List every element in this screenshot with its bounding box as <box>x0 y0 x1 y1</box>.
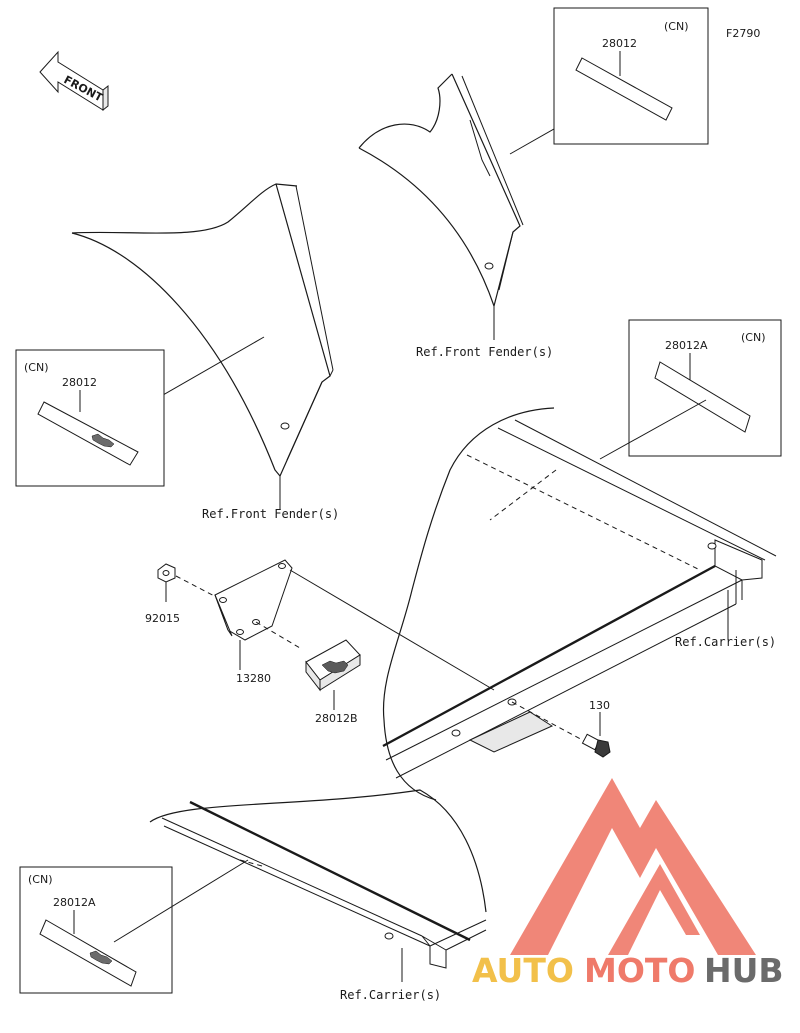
watermark-moto: MOTO <box>584 951 695 990</box>
kawasaki-emblem-icon <box>89 950 113 965</box>
sticker-28012 <box>37 401 139 466</box>
figure-code: F2790 <box>726 27 760 40</box>
carrier-right: Ref.Carrier(s) <box>382 407 777 801</box>
callout-variant: (CN) <box>24 361 49 374</box>
ref-carrier-right: Ref.Carrier(s) <box>675 635 776 649</box>
sticker-28012 <box>575 57 673 121</box>
callout-sticker-carrier-left: (CN) 28012A <box>19 866 173 994</box>
carrier-hole <box>707 542 717 550</box>
callout-variant: (CN) <box>741 331 766 344</box>
kawasaki-emblem-icon <box>321 660 349 674</box>
callout-sticker-front-right: (CN) 28012 <box>553 7 709 145</box>
callout-sticker-carrier-right: (CN) 28012A <box>628 319 782 457</box>
part-number-plate: 28012B <box>315 712 358 725</box>
sticker-28012a <box>654 361 751 433</box>
part-number-nut: 92015 <box>145 612 180 625</box>
leader-line <box>113 859 249 943</box>
carrier-hole <box>384 932 394 940</box>
bolt-130: 130 <box>511 699 611 758</box>
carrier-bottom: Ref.Carrier(s) <box>149 789 487 1002</box>
callout-part-number: 28012 <box>602 37 637 50</box>
plate-28012b: 28012B <box>305 639 361 725</box>
callout-part-number: 28012A <box>53 896 96 909</box>
automotohub-triangle-icon <box>510 778 756 955</box>
ref-front-fender-right: Ref.Front Fender(s) <box>416 345 553 359</box>
kawasaki-emblem-icon <box>91 433 115 448</box>
automotohub-watermark: AUTO MOTO HUB <box>472 778 784 990</box>
callout-part-number: 28012A <box>665 339 708 352</box>
sticker-28012a <box>39 919 137 987</box>
callout-sticker-front-left: (CN) 28012 <box>15 349 165 487</box>
watermark-auto: AUTO <box>472 951 574 990</box>
part-number-bracket: 13280 <box>236 672 271 685</box>
watermark-hub: HUB <box>704 951 784 990</box>
front-fender-left: Ref.Front Fender(s) <box>71 183 339 521</box>
part-number-bolt: 130 <box>589 699 610 712</box>
bracket-13280: 13280 <box>214 559 495 691</box>
fender-hole <box>280 422 290 430</box>
fender-hole <box>484 262 494 270</box>
front-arrow-icon: FRONT <box>39 50 109 112</box>
callout-variant: (CN) <box>664 20 689 33</box>
ref-carrier-bottom: Ref.Carrier(s) <box>340 988 441 1002</box>
callout-part-number: 28012 <box>62 376 97 389</box>
leader-line <box>599 399 707 460</box>
callout-variant: (CN) <box>28 873 53 886</box>
nut-92015: 92015 <box>145 563 223 625</box>
ref-front-fender-left: Ref.Front Fender(s) <box>202 507 339 521</box>
